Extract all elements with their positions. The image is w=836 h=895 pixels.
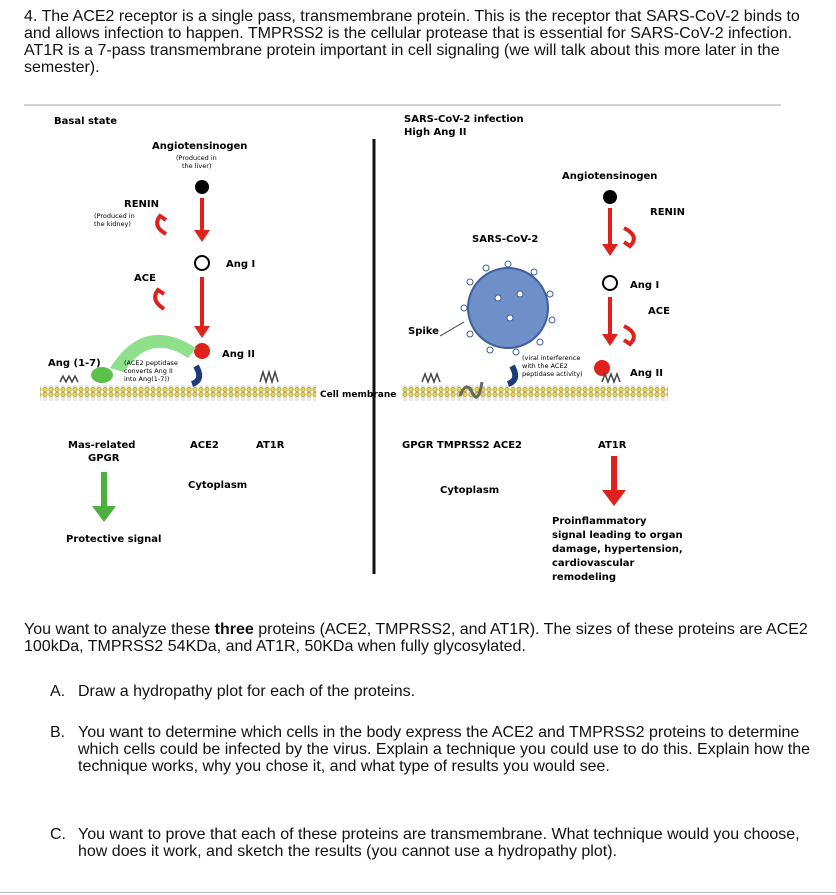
arrow-ace-left-head bbox=[194, 326, 210, 338]
ang2-right: Ang II bbox=[630, 368, 663, 379]
ang1-left: Ang I bbox=[226, 259, 255, 270]
protective-signal: Protective signal bbox=[66, 534, 161, 545]
ace2-pep-3: into Ang(1-7)) bbox=[124, 375, 169, 383]
infection-title-2: High Ang II bbox=[404, 127, 467, 138]
arrow-renin-left-head bbox=[194, 230, 210, 242]
ras-pathway-figure: Basal state Angiotensinogen (Produced in… bbox=[24, 104, 781, 610]
analysis-bold: three bbox=[214, 621, 254, 638]
renin-right: RENIN bbox=[650, 207, 685, 218]
analysis-paragraph: You want to analyze these three proteins… bbox=[24, 621, 814, 655]
ace2-receptor-left bbox=[190, 364, 203, 387]
protective-arrow-head bbox=[92, 506, 116, 522]
proinflammatory-arrow-head bbox=[602, 490, 626, 506]
infection-title-1: SARS-CoV-2 infection bbox=[404, 114, 524, 125]
bottom-rule bbox=[0, 892, 836, 893]
produced-kidney-2: the kidney) bbox=[94, 220, 131, 228]
tmprss2-receptor bbox=[458, 381, 484, 399]
viral-2: with the ACE2 bbox=[522, 362, 568, 370]
figure-svg: Basal state Angiotensinogen (Produced in… bbox=[24, 104, 781, 583]
ace2-peptidase-arc bbox=[110, 334, 196, 372]
renin-left: RENIN bbox=[124, 199, 159, 210]
viral-3: peptidase activity) bbox=[522, 370, 583, 378]
intro-text: The ACE2 receptor is a single pass, tran… bbox=[24, 8, 800, 76]
basal-title: Basal state bbox=[54, 116, 117, 127]
virus-particle bbox=[467, 267, 549, 349]
ang2-dot-left bbox=[194, 343, 210, 359]
ace-left: ACE bbox=[134, 273, 156, 284]
ace-right: ACE bbox=[648, 306, 670, 317]
ang17: Ang (1-7) bbox=[48, 358, 101, 369]
viral-1: (viral interference bbox=[522, 354, 580, 362]
at1r-right: AT1R bbox=[598, 440, 627, 451]
proinf-2: signal leading to organ bbox=[552, 530, 683, 541]
ace-hook-right bbox=[622, 324, 636, 347]
produced-liver-1: (Produced in bbox=[176, 154, 217, 162]
ace-hook-left bbox=[153, 287, 166, 311]
membrane-right bbox=[402, 385, 668, 401]
spike-pointer bbox=[439, 321, 465, 337]
cytoplasm-right: Cytoplasm bbox=[440, 485, 499, 496]
ang2-dot-right bbox=[594, 360, 610, 376]
ace2-left: ACE2 bbox=[190, 440, 219, 451]
mas-1: Mas-related bbox=[68, 440, 135, 451]
analysis-pre: You want to analyze these bbox=[24, 621, 215, 638]
ace2-pep-2: converts Ang II bbox=[124, 367, 173, 375]
ang1-dot-left bbox=[194, 255, 210, 271]
spike-label: Spike bbox=[408, 326, 439, 337]
at1r-right-helix bbox=[601, 371, 621, 385]
arrow-ace-right-head bbox=[602, 334, 618, 346]
membrane-left bbox=[40, 385, 316, 401]
renin-hook-left bbox=[155, 213, 168, 236]
analysis-post: proteins (ACE2, TMPRSS2, and AT1R). The … bbox=[24, 621, 808, 655]
item-b-text: You want to determine which cells in the… bbox=[78, 724, 810, 775]
item-b-label: B. bbox=[50, 724, 66, 741]
at1r-left-helix bbox=[259, 369, 279, 385]
proinf-3: damage, hypertension, bbox=[552, 544, 683, 555]
arrow-renin-right-head bbox=[602, 244, 618, 256]
gpgr-left-helix bbox=[59, 374, 79, 384]
angiotensinogen-dot bbox=[195, 180, 209, 194]
produced-liver-2: the liver) bbox=[182, 162, 211, 170]
renin-hook-right bbox=[622, 226, 636, 249]
question-intro: 4. The ACE2 receptor is a single pass, t… bbox=[24, 8, 814, 76]
produced-kidney-1: (Produced in bbox=[94, 212, 135, 220]
item-c-label: C. bbox=[50, 826, 66, 843]
gpgr-right-helix bbox=[421, 371, 441, 385]
mas-2: GPGR bbox=[88, 453, 120, 464]
item-a-text: Draw a hydropathy plot for each of the p… bbox=[78, 683, 416, 700]
cell-membrane: Cell membrane bbox=[320, 390, 396, 400]
right-receptors: GPGR TMPRSS2 ACE2 bbox=[402, 440, 522, 451]
virus-spikes bbox=[460, 260, 556, 356]
angiotensinogen-right: Angiotensinogen bbox=[562, 171, 657, 182]
ace2-receptor-right bbox=[506, 364, 519, 387]
angiotensinogen-left: Angiotensinogen bbox=[152, 141, 247, 152]
ace2-pep-1: (ACE2 peptidase bbox=[124, 359, 178, 367]
ang1-right: Ang I bbox=[630, 280, 659, 291]
item-c-text: You want to prove that each of these pro… bbox=[78, 826, 800, 860]
proinf-4: cardiovascular bbox=[552, 558, 635, 569]
proinf-5: remodeling bbox=[552, 572, 616, 583]
cytoplasm-left: Cytoplasm bbox=[188, 480, 247, 491]
at1r-left: AT1R bbox=[256, 440, 285, 451]
question-number: 4. bbox=[24, 8, 38, 25]
angiotensinogen-dot-right bbox=[603, 190, 617, 204]
virus-label: SARS-CoV-2 bbox=[472, 234, 538, 245]
item-a-label: A. bbox=[50, 683, 66, 700]
ang17-receptor bbox=[91, 367, 113, 383]
proinf-1: Proinflammatory bbox=[552, 516, 647, 527]
ang2-left: Ang II bbox=[222, 349, 255, 360]
ang1-dot-right bbox=[602, 275, 618, 291]
